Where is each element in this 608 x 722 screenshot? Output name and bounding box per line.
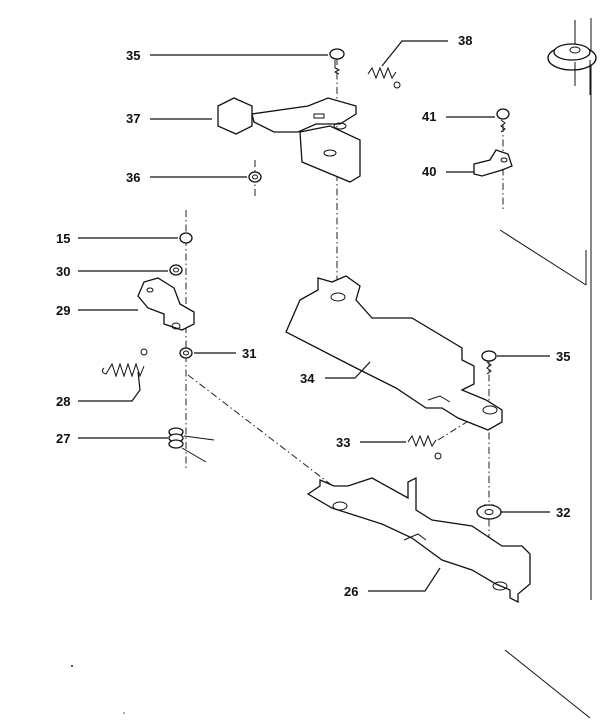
label-36: 36 <box>126 170 140 185</box>
label-30: 30 <box>56 264 70 279</box>
spring-28 <box>101 348 148 378</box>
label-26: 26 <box>344 584 358 599</box>
plate-34 <box>285 275 503 431</box>
label-38: 38 <box>458 33 472 48</box>
screw-35-right <box>481 350 497 375</box>
label-31: 31 <box>242 346 256 361</box>
leader-34 <box>325 361 371 379</box>
washer-31 <box>179 347 193 359</box>
label-35-top: 35 <box>126 48 140 63</box>
screw-35-top <box>329 48 345 75</box>
spring-38 <box>367 66 401 89</box>
nut-30 <box>169 264 183 276</box>
screw-41 <box>496 108 510 133</box>
ering-32 <box>476 504 502 520</box>
plate-26 <box>306 476 531 604</box>
nut-36 <box>248 171 262 183</box>
label-29: 29 <box>56 303 70 318</box>
frame-line-right-mid <box>499 229 587 286</box>
leader-26 <box>368 567 441 592</box>
pulley-part <box>547 20 597 95</box>
label-33: 33 <box>336 435 350 450</box>
label-28: 28 <box>56 394 70 409</box>
label-35-right: 35 <box>556 349 570 364</box>
label-15: 15 <box>56 231 70 246</box>
label-40: 40 <box>422 164 436 179</box>
arm-29 <box>137 277 195 331</box>
label-34: 34 <box>300 371 315 386</box>
axis-33 <box>437 419 471 441</box>
coil-27 <box>168 427 215 463</box>
label-37: 37 <box>126 111 140 126</box>
scan-speck <box>123 712 125 714</box>
scan-speck <box>71 665 73 667</box>
axis-29-diag <box>187 374 339 491</box>
spring-33 <box>407 434 442 460</box>
label-32: 32 <box>556 505 570 520</box>
leader-38 <box>381 40 448 67</box>
frame-edge-bottom <box>504 649 591 719</box>
bracket-37 <box>217 97 361 183</box>
leader-28 <box>78 371 141 402</box>
label-41: 41 <box>422 109 436 124</box>
cap-15 <box>179 232 193 244</box>
lever-40 <box>473 149 513 177</box>
label-27: 27 <box>56 431 70 446</box>
